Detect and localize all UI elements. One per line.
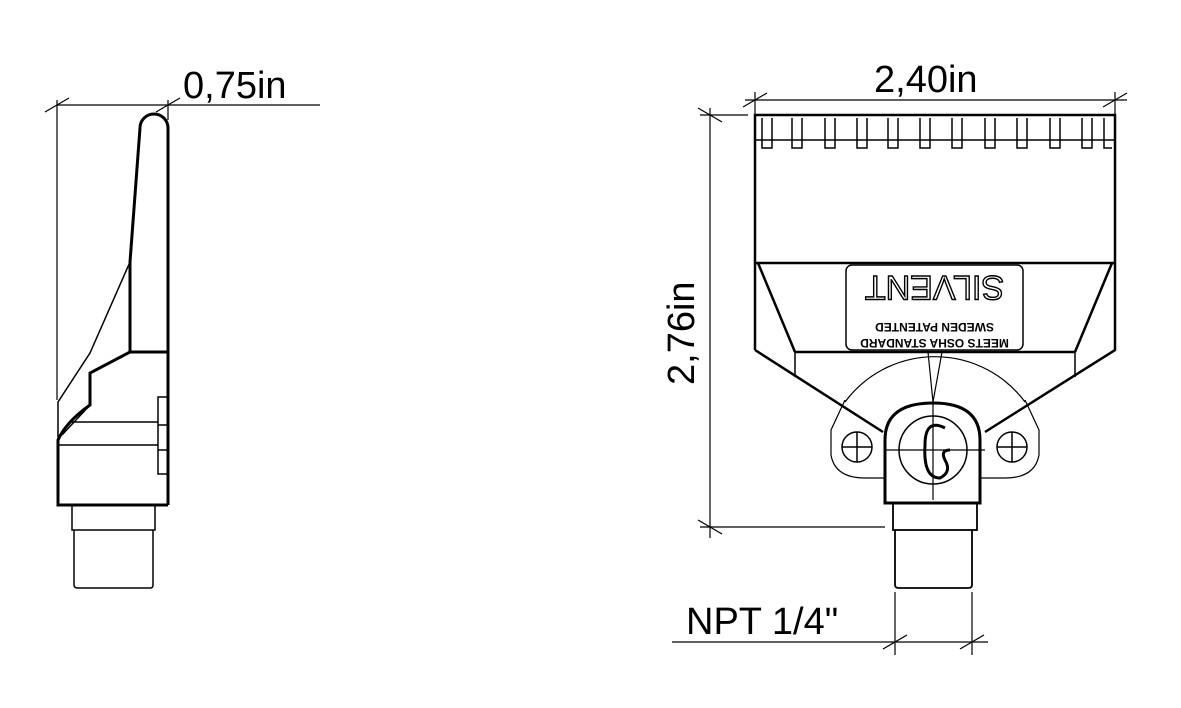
front-neck — [892, 502, 978, 531]
plate-line-patented: SWEDEN PATENTED — [875, 320, 994, 334]
front-view: 2,40in 2,76in NPT 1/4" — [661, 59, 1128, 655]
front-pipe — [894, 530, 973, 589]
plate-line-osha: MEETS OSHA STANDARD — [860, 336, 1009, 350]
side-flange — [157, 396, 169, 475]
depth-dimension-label: 0,75in — [183, 65, 287, 107]
right-ear — [980, 399, 1040, 479]
side-pipe — [73, 530, 154, 589]
funnel — [927, 351, 943, 403]
logo-mark — [923, 423, 951, 480]
side-view: 0,75in — [44, 65, 320, 589]
thread-dimension — [672, 592, 988, 655]
side-neck — [71, 504, 156, 531]
mounting-body — [830, 351, 1040, 479]
height-dimension-label: 2,76in — [661, 281, 703, 385]
thread-dimension-label: NPT 1/4" — [686, 601, 838, 643]
front-connector — [892, 502, 978, 589]
width-dimension-label: 2,40in — [874, 59, 978, 101]
left-ear — [830, 399, 885, 479]
arc — [844, 356, 1026, 403]
width-dimension — [742, 92, 1128, 115]
depth-dimension — [44, 97, 320, 400]
air-slots — [755, 118, 1115, 377]
side-body — [56, 112, 170, 507]
label-plate: MEETS OSHA STANDARD SWEDEN PATENTED SILV… — [845, 264, 1024, 351]
nozzle-head — [753, 113, 1117, 434]
center-boss — [883, 401, 985, 505]
plate-brand: SILVENT — [865, 268, 1004, 306]
mounting-holes — [841, 431, 1028, 463]
height-dimension — [697, 107, 885, 538]
side-details — [57, 261, 169, 589]
